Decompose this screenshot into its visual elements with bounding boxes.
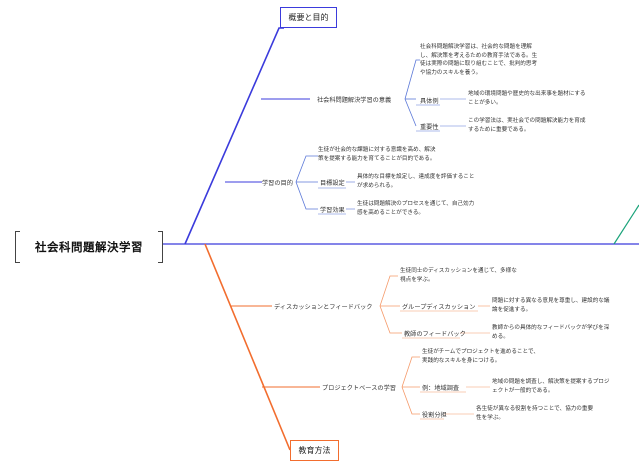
group-discussion-label[interactable]: グループディスカッション <box>402 304 476 311</box>
project-text: 生徒がチームでプロジェクトを進めることで、 実践的なスキルを身につける。 <box>422 348 539 365</box>
effect-text: 生徒は問題解決のプロセスを通じて、自己効力 感を高めることができる。 <box>357 200 474 217</box>
definition-text-link <box>404 59 420 100</box>
group-discussion-text-line: 問題に対する異なる意見を尊重し、建設的な議 <box>492 298 610 304</box>
local-survey-text-line: ェクトが一般的である。 <box>492 387 554 394</box>
example-label[interactable]: 具体例 <box>420 98 439 105</box>
example-text-line: ことが多い。 <box>468 99 502 106</box>
root-bracket-right <box>158 231 163 263</box>
discussion-label[interactable]: ディスカッションとフィードバック <box>274 304 373 311</box>
root-title: 社会科問題解決学習 <box>35 240 143 254</box>
example-text: 地域の環境問題や歴史的な出来事を題材にする ことが多い。 <box>468 90 586 107</box>
effect-label[interactable]: 学習効果 <box>320 207 345 214</box>
top-branch-spine <box>184 27 284 245</box>
example-text-line: 地域の環境問題や歴史的な出来事を題材にする <box>468 91 586 97</box>
local-survey-text-line: 地域の問題を調査し、解決策を提案するプロジ <box>492 379 610 385</box>
bottom-branch-spine <box>204 243 291 451</box>
goals-text-link <box>295 155 318 183</box>
root-node[interactable]: 社会科問題解決学習 <box>15 231 163 263</box>
discussion-text-link <box>379 275 398 307</box>
effect-link <box>295 181 318 210</box>
effect-text-line: 生徒は問題解決のプロセスを通じて、自己効力 <box>357 201 475 207</box>
roles-text: 各生徒が異なる役割を持つことで、協力の重要 性を学ぶ。 <box>476 405 593 422</box>
definition-text-line: や協力のスキルを養う。 <box>420 69 482 76</box>
definition-text-line: 社会科問題解決学習は、社会的な問題を理解 <box>420 44 532 50</box>
effect-text-line: 感を高めることができる。 <box>357 209 425 216</box>
green-branch-line <box>613 204 639 245</box>
goal-setting-text-line: が求められる。 <box>357 182 397 189</box>
roles-text-line: 各生徒が異なる役割を持つことで、協力の重要 <box>476 406 594 412</box>
teacher-feedback-label[interactable]: 教師のフィードバック <box>404 331 466 338</box>
importance-label[interactable]: 重要性 <box>420 124 439 131</box>
group-discussion-text: 問題に対する異なる意見を尊重し、建設的な議 論を促進する。 <box>492 297 609 314</box>
branch-top-title: 概要と目的 <box>288 13 329 22</box>
root-bracket-left <box>15 231 20 263</box>
goals-text-line: 策を提案する能力を育てることが目的である。 <box>318 155 436 162</box>
discussion-text-line: 生徒同士のディスカッションを通じて、多様な <box>400 268 517 274</box>
goal-setting-label[interactable]: 目標設定 <box>320 180 345 187</box>
definition-label[interactable]: 社会科問題解決学習の意義 <box>317 97 392 104</box>
goals-text-line: 生徒が社会的な課題に対する意識を高め、解決 <box>318 147 436 153</box>
group-discussion-text-line: 論を促進する。 <box>492 306 532 313</box>
teacher-link <box>379 305 402 334</box>
definition-text: 社会科問題解決学習は、社会的な問題を理解 し、解決策を考えるための教育手法である… <box>420 43 537 77</box>
goals-text: 生徒が社会的な課題に対する意識を高め、解決 策を提案する能力を育てることが目的で… <box>318 146 435 163</box>
project-text-link <box>401 356 420 388</box>
teacher-feedback-text-line: 教師からの具体的なフィードバックが学びを深 <box>492 325 610 331</box>
definition-text-line: 徒は実際の問題に取り組むことで、批判的思考 <box>420 61 538 68</box>
importance-text-line: するために重要である。 <box>468 126 530 133</box>
goals-label[interactable]: 学習の目的 <box>262 180 293 187</box>
goal-setting-text-line: 具体的な目標を設定し、達成度を評価すること <box>357 174 475 180</box>
definition-text-line: し、解決策を考えるための教育手法である。生 <box>420 52 538 59</box>
project-text-line: 生徒がチームでプロジェクトを進めることで、 <box>422 349 539 355</box>
importance-text: この学習法は、実社会での問題解決能力を育成 するために重要である。 <box>468 117 585 134</box>
project-label[interactable]: プロジェクトベースの学習 <box>322 385 396 392</box>
teacher-feedback-text-line: める。 <box>492 333 509 340</box>
discussion-text: 生徒同士のディスカッションを通じて、多様な 視点を学ぶ。 <box>400 267 517 284</box>
branch-bottom-title: 教育方法 <box>298 446 331 455</box>
roles-link <box>401 386 420 415</box>
importance-text-line: この学習法は、実社会での問題解決能力を育成 <box>468 118 586 124</box>
local-survey-text: 地域の問題を調査し、解決策を提案するプロジ ェクトが一般的である。 <box>492 378 609 395</box>
teacher-feedback-text: 教師からの具体的なフィードバックが学びを深 める。 <box>492 324 609 341</box>
importance-link <box>404 98 417 127</box>
roles-label[interactable]: 役割分担 <box>422 412 447 419</box>
project-text-line: 実践的なスキルを身につける。 <box>422 357 501 364</box>
local-survey-label[interactable]: 例：地域調査 <box>422 385 460 392</box>
roles-text-line: 性を学ぶ。 <box>476 414 504 421</box>
goal-setting-text: 具体的な目標を設定し、達成度を評価すること が求められる。 <box>357 173 474 190</box>
discussion-text-line: 視点を学ぶ。 <box>400 276 434 283</box>
branch-top-title-box[interactable]: 概要と目的 <box>280 7 337 28</box>
branch-bottom-title-box[interactable]: 教育方法 <box>290 440 339 461</box>
